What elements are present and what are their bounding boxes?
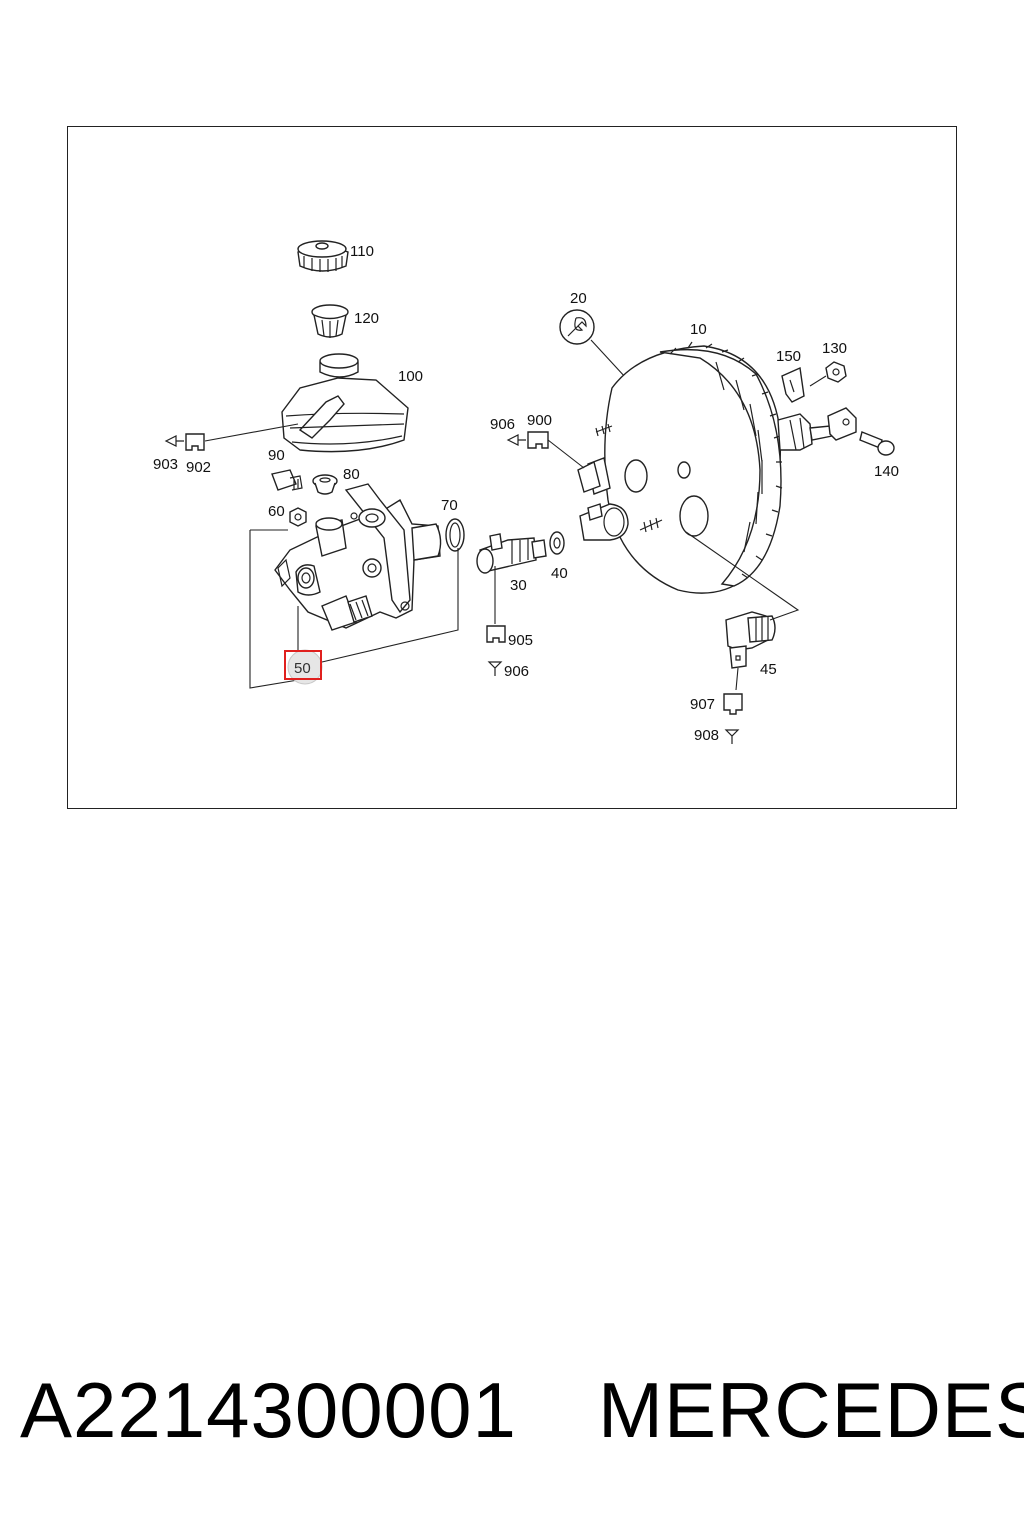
part-90-pin[interactable] <box>271 469 303 491</box>
callout-906-upper[interactable]: 906 <box>490 416 515 433</box>
part-100-reservoir[interactable] <box>281 353 409 453</box>
callout-20[interactable]: 20 <box>570 290 587 307</box>
callout-907[interactable]: 907 <box>690 696 715 713</box>
callout-90[interactable]: 90 <box>268 447 285 464</box>
callout-10[interactable]: 10 <box>690 321 707 338</box>
part-60-nut[interactable] <box>289 507 307 527</box>
callout-50-highlight[interactable]: 50 <box>284 649 323 685</box>
part-40-washer[interactable] <box>549 531 565 555</box>
part-70-o-ring[interactable] <box>445 518 465 552</box>
callout-80[interactable]: 80 <box>343 466 360 483</box>
part-906-bolt-lower[interactable] <box>487 661 503 676</box>
part-150-clip[interactable] <box>781 366 805 403</box>
callout-140[interactable]: 140 <box>874 463 899 480</box>
callout-60[interactable]: 60 <box>268 503 285 520</box>
part-907-clip[interactable] <box>723 693 743 715</box>
part-20-wrench-symbol[interactable] <box>559 309 595 345</box>
callout-900[interactable]: 900 <box>527 412 552 429</box>
part-50-master-cylinder[interactable] <box>274 483 442 631</box>
callout-906-lower[interactable]: 906 <box>504 663 529 680</box>
part-80-grommet[interactable] <box>312 474 338 495</box>
diagram-frame <box>67 126 957 809</box>
part-908-bolt[interactable] <box>724 729 740 744</box>
footer: A2214300001 MERCEDES <box>0 1365 1024 1475</box>
callout-110[interactable]: 110 <box>350 243 374 260</box>
part-110-reservoir-cap[interactable] <box>297 240 349 272</box>
brand-name: MERCEDES <box>598 1366 1024 1454</box>
callout-150[interactable]: 150 <box>776 348 801 365</box>
part-120-strainer[interactable] <box>311 304 349 338</box>
callout-120[interactable]: 120 <box>354 310 379 327</box>
part-140-bolt[interactable] <box>859 431 895 456</box>
callout-905[interactable]: 905 <box>508 632 533 649</box>
part-902-clip[interactable] <box>185 433 205 451</box>
part-10-brake-booster[interactable] <box>577 341 857 594</box>
callout-70[interactable]: 70 <box>441 497 458 514</box>
callout-100[interactable]: 100 <box>398 368 423 385</box>
callout-45[interactable]: 45 <box>760 661 777 678</box>
callout-908[interactable]: 908 <box>694 727 719 744</box>
part-number: A2214300001 <box>20 1366 517 1454</box>
part-903-bolt[interactable] <box>164 435 184 447</box>
callout-903[interactable]: 903 <box>153 456 178 473</box>
callout-902[interactable]: 902 <box>186 459 211 476</box>
part-45-vacuum-valve[interactable] <box>725 611 776 669</box>
part-905-clip[interactable] <box>486 625 506 643</box>
part-30-sensor[interactable] <box>476 533 547 574</box>
callout-50[interactable]: 50 <box>294 660 311 677</box>
part-906-bolt-upper[interactable] <box>506 434 526 446</box>
callout-30[interactable]: 30 <box>510 577 527 594</box>
part-900-clip[interactable] <box>527 431 549 449</box>
callout-40[interactable]: 40 <box>551 565 568 582</box>
part-130-nut[interactable] <box>825 361 847 383</box>
callout-130[interactable]: 130 <box>822 340 847 357</box>
